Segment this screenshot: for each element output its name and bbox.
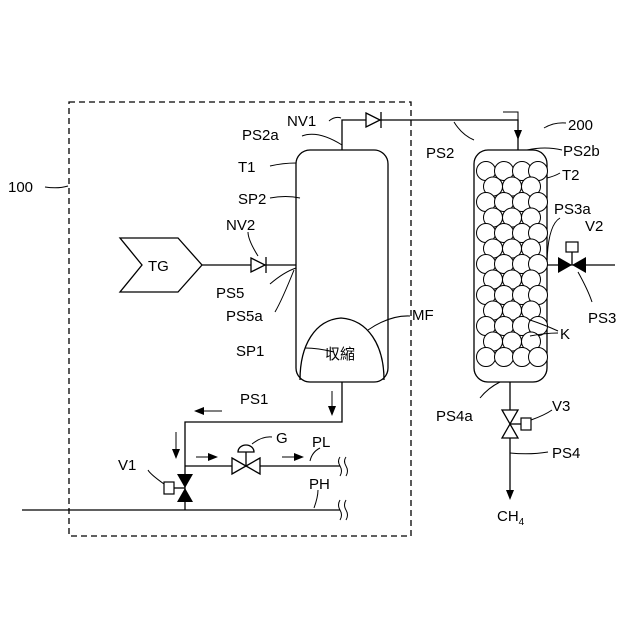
label-ps4: PS4 [552,445,580,462]
label-v1: V1 [118,457,136,474]
check-valve-nv2 [251,257,266,273]
adsorbent-ball [477,348,496,367]
label-ps2a: PS2a [242,127,279,144]
flow-arrow-v1-down [172,432,180,459]
flow-arrow-ps1 [194,407,222,415]
flow-arrow-pl-2 [282,453,304,461]
label-t1: T1 [238,159,256,176]
adsorbent-balls-k [477,162,548,367]
label-ps2b: PS2b [563,143,600,160]
pressure-regulator-g [232,445,260,474]
label-sp1: SP1 [236,343,264,360]
label-ch4-sub: 4 [519,517,525,528]
label-sp2: SP2 [238,191,266,208]
label-ps4a: PS4a [436,408,473,425]
flow-arrow-t1-out [328,391,336,416]
label-mf: MF [412,307,434,324]
label-ps5a: PS5a [226,308,263,325]
label-ps1: PS1 [240,391,268,408]
label-ps3a: PS3a [554,201,591,218]
label-ps2: PS2 [426,145,454,162]
flow-arrow-pl-1 [196,453,218,461]
label-ch4: CH4 [497,508,525,528]
adsorbent-ball [495,348,514,367]
label-g: G [276,430,288,447]
valve-v1 [164,474,193,502]
flow-arrow-ps2b [503,112,522,140]
label-k: K [560,326,570,343]
valve-v3 [502,410,531,438]
label-ps5: PS5 [216,285,244,302]
valve-v2 [558,242,586,273]
label-nv1: NV1 [287,113,316,130]
label-nv2: NV2 [226,217,255,234]
label-v3: V3 [552,398,570,415]
adsorbent-ball [529,348,548,367]
break-mark-ph [339,500,348,520]
break-mark-pl [339,457,348,476]
check-valve-nv1 [366,112,381,128]
flow-arrow-ch4 [506,490,514,500]
label-200: 200 [568,117,593,134]
label-100: 100 [8,179,33,196]
label-tg: TG [148,258,169,275]
label-ch4-main: CH [497,508,519,525]
label-shrink: 収縮 [325,346,355,363]
label-t2: T2 [562,167,580,184]
label-ph: PH [309,476,330,493]
label-v2: V2 [585,218,603,235]
label-ps3: PS3 [588,310,616,327]
label-pl: PL [312,434,330,451]
